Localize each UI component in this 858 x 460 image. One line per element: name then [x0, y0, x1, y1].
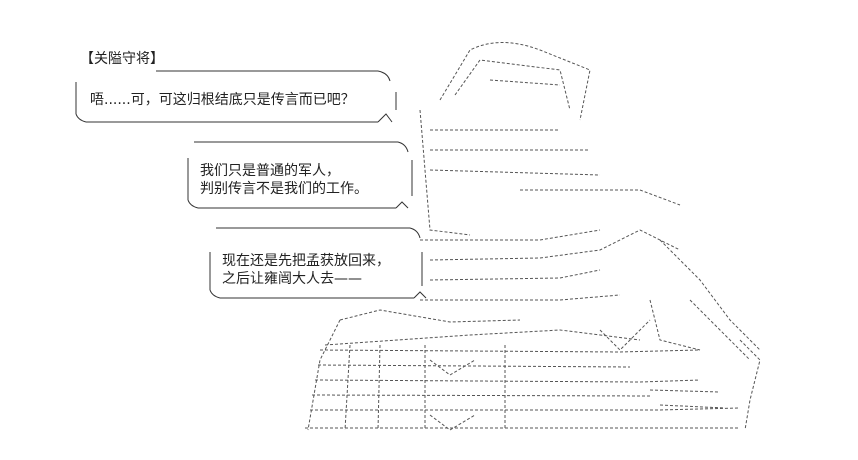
bubble-3-line-1: 现在还是先把孟获放回来， [222, 253, 390, 269]
bubble-3-line-2: 之后让雍闿大人去—— [222, 271, 362, 287]
bubble-1-line-1: 唔......可，可这归根结底只是传言而已吧？ [90, 92, 355, 108]
bubble-2-line-1: 我们只是普通的军人， [200, 163, 340, 179]
bubble-2-line-2: 判别传言不是我们的工作。 [200, 181, 368, 197]
speaker-name: 【关隘守将】 [80, 51, 164, 67]
